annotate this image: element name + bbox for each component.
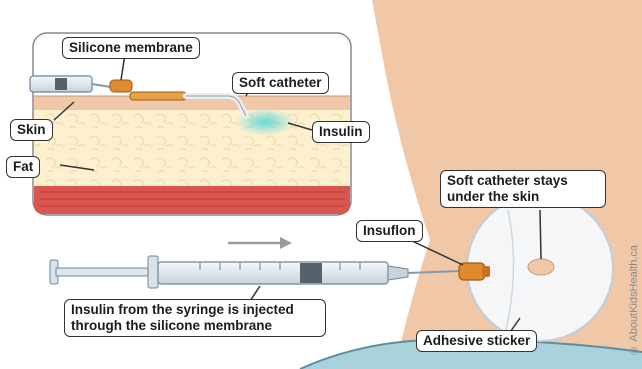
label-adhesive-sticker: Adhesive sticker	[416, 330, 537, 352]
direction-arrow	[228, 237, 292, 249]
credit-watermark: © AboutKidsHealth.ca	[628, 245, 640, 356]
label-fat: Fat	[6, 156, 40, 178]
label-syringe-note: Insulin from the syringe is injected thr…	[64, 299, 326, 337]
label-insulin: Insulin	[312, 121, 370, 143]
label-catheter-stays: Soft catheter stays under the skin	[440, 170, 606, 208]
label-insuflon: Insuflon	[356, 220, 423, 242]
label-silicone-membrane: Silicone membrane	[62, 37, 200, 59]
label-soft-catheter: Soft catheter	[232, 72, 329, 94]
syringe	[50, 256, 460, 288]
label-skin: Skin	[10, 119, 53, 141]
muscle-layer	[34, 186, 350, 214]
cross-section-inset	[33, 33, 351, 215]
